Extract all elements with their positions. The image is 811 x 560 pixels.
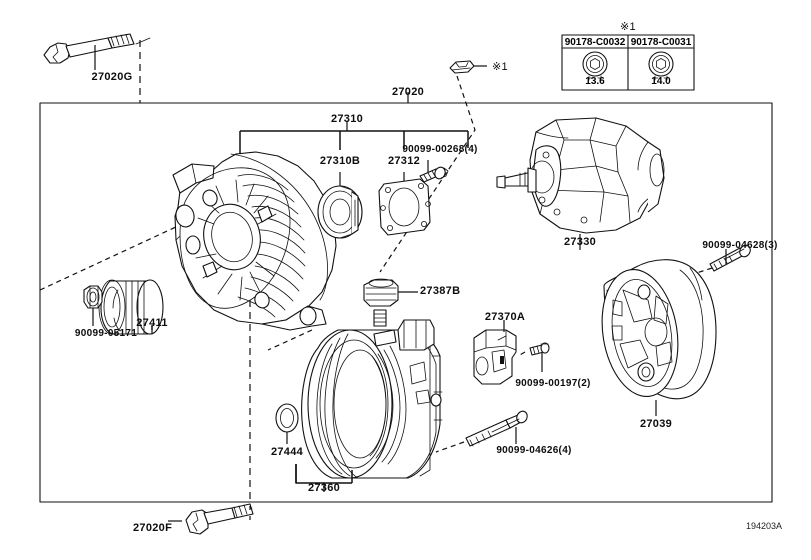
rear-cover-27039-graphic bbox=[601, 259, 717, 416]
dashed-guide-star bbox=[379, 75, 476, 273]
dashed-guide-regulator-screw bbox=[517, 351, 526, 357]
label-oring-27444: 27444 bbox=[270, 446, 304, 458]
dashed-guide-housing-bottom bbox=[267, 329, 313, 351]
label-assembly-27020: 27020 bbox=[391, 86, 425, 98]
front-housing-graphic bbox=[172, 151, 337, 331]
label-pulley-27411: 27411 bbox=[136, 317, 168, 329]
pulley-27411-graphic bbox=[98, 279, 164, 335]
bolt-90099-04626-graphic bbox=[465, 410, 528, 447]
bolt-90099-04628-graphic bbox=[709, 244, 751, 272]
oring-27444-graphic bbox=[275, 403, 299, 444]
label-star-mark: ※1 bbox=[492, 61, 508, 73]
retainer-27312-graphic bbox=[378, 178, 431, 236]
label-group-27310: 27310 bbox=[330, 113, 364, 125]
spec-col-1-value: 14.0 bbox=[651, 76, 671, 87]
bearing-27310b-graphic bbox=[317, 185, 363, 239]
drawing-code: 194203A bbox=[746, 521, 783, 531]
rotor-27330-graphic bbox=[496, 117, 665, 250]
spec-table-star-mark: ※1 bbox=[620, 21, 636, 33]
label-retainer-27312: 27312 bbox=[387, 155, 421, 167]
label-bolt-27020f: 27020F bbox=[133, 522, 173, 534]
stator-bracket bbox=[295, 464, 353, 492]
label-bolt-27020g: 27020G bbox=[91, 71, 133, 83]
bolt-27020g-graphic bbox=[43, 33, 135, 70]
bolt-27020f-graphic bbox=[168, 503, 254, 535]
label-bolt-90099-04626: 90099-04626(4) bbox=[496, 445, 572, 456]
label-insulator-27387b: 27387B bbox=[420, 285, 461, 297]
star-nut-graphic bbox=[449, 60, 487, 74]
spec-col-0-part-no: 90178-C0032 bbox=[564, 37, 626, 48]
regulator-27370a-graphic bbox=[473, 320, 517, 385]
label-bolt-90099-04628: 90099-04628(3) bbox=[702, 240, 778, 251]
dashed-guide-housing-left bbox=[39, 225, 179, 291]
spec-table-graphic bbox=[561, 34, 695, 91]
label-screw-90099-00197: 90099-00197(2) bbox=[515, 378, 591, 389]
label-screw-90099-00268: 90099-00268(4) bbox=[402, 144, 478, 155]
label-nut-90099-05171: 90099-05171 bbox=[74, 328, 138, 339]
screw-90099-00197-graphic bbox=[529, 342, 550, 372]
label-bearing-27310b: 27310B bbox=[319, 155, 361, 167]
diagram-frame bbox=[39, 102, 773, 503]
label-rotor-27330: 27330 bbox=[563, 236, 597, 248]
nut-90099-05171-graphic bbox=[83, 285, 103, 326]
stator-27360-graphic bbox=[301, 319, 443, 479]
label-stator-27360: 27360 bbox=[307, 482, 341, 494]
spec-col-1-part-no: 90178-C0031 bbox=[630, 37, 692, 48]
spec-col-0-value: 13.6 bbox=[585, 76, 605, 87]
insulator-27387b-graphic bbox=[363, 278, 418, 327]
label-rear-cover-27039: 27039 bbox=[639, 418, 673, 430]
dashed-guide-through-bolt bbox=[435, 441, 465, 453]
label-regulator-27370a: 27370A bbox=[484, 311, 526, 323]
screw-90099-00268-graphic bbox=[419, 166, 449, 183]
